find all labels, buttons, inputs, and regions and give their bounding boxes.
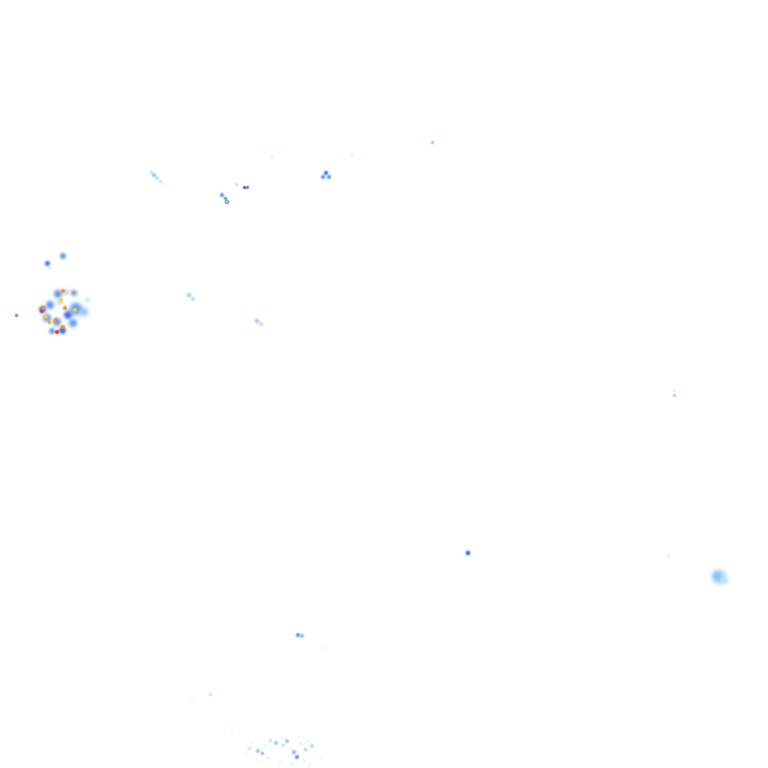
radar-echo — [310, 744, 314, 748]
radar-echo — [54, 318, 58, 322]
radar-echo — [666, 553, 670, 557]
radar-echo — [149, 170, 153, 174]
radar-echo — [308, 763, 312, 767]
radar-echo — [57, 299, 63, 305]
radar-echo — [268, 738, 272, 742]
radar-echo — [300, 634, 304, 638]
radar-echo — [274, 741, 278, 745]
radar-echo — [350, 153, 354, 157]
radar-echo — [302, 758, 306, 762]
radar-echo — [712, 570, 726, 584]
radar-echo — [299, 742, 303, 746]
radar-echo — [303, 747, 307, 751]
radar-echo — [281, 743, 285, 747]
radar-echo — [14, 313, 18, 317]
radar-echo — [61, 289, 65, 293]
radar-echo — [324, 171, 328, 175]
radar-echo — [152, 173, 156, 177]
radar-echo — [41, 306, 45, 310]
radar-echo — [226, 201, 228, 203]
radar-echo — [295, 755, 299, 759]
radar-echo — [162, 183, 164, 185]
radar-echo — [55, 330, 59, 334]
radar-echo — [223, 196, 227, 200]
radar-echo — [290, 762, 294, 766]
radar-echo — [285, 739, 289, 743]
radar-echo — [61, 325, 65, 329]
radar-echo — [49, 328, 55, 334]
radar-echo — [306, 739, 310, 743]
radar-echo — [327, 175, 331, 179]
radar-echo — [242, 185, 246, 189]
radar-echo — [319, 755, 323, 759]
radar-echo — [230, 731, 234, 735]
radar-echo — [69, 319, 77, 327]
radar-echo — [46, 301, 54, 309]
radar-echo — [70, 303, 82, 315]
radar-echo — [256, 749, 260, 753]
radar-echo — [430, 140, 434, 144]
radar-echo — [39, 309, 43, 313]
radar-echo — [247, 746, 251, 750]
radar-echo — [288, 746, 292, 750]
radar-echo — [47, 320, 51, 324]
radar-echo — [321, 175, 325, 179]
radar-echo — [255, 319, 259, 323]
radar-echo — [713, 572, 721, 580]
radar-echo — [155, 176, 159, 180]
radar-echo — [266, 756, 270, 760]
radar-echo — [63, 306, 67, 310]
radar-echo — [47, 265, 51, 269]
radar-echo — [43, 314, 51, 322]
radar-echo — [38, 305, 46, 313]
radar-echo — [58, 326, 66, 334]
radar-echo — [208, 692, 212, 696]
radar-echo — [187, 293, 191, 297]
radar-echo — [224, 199, 230, 205]
radar-echo — [264, 743, 268, 747]
radar-echo — [255, 758, 259, 762]
radar-echo — [44, 315, 48, 319]
radar-echo — [323, 646, 327, 650]
radar-echo — [245, 185, 249, 189]
radar-echo — [672, 389, 676, 393]
radar-echo — [251, 741, 255, 745]
radar-echo — [60, 253, 66, 259]
radar-echo — [259, 322, 263, 326]
radar-echo — [190, 698, 194, 702]
radar-echo — [158, 179, 162, 183]
radar-echo — [59, 298, 63, 302]
radar-echo — [278, 760, 282, 764]
radar-echo — [44, 260, 50, 266]
radar-echo — [54, 290, 62, 298]
radar-echo — [71, 290, 77, 296]
radar-echo — [314, 750, 318, 754]
radar-echo — [722, 578, 728, 584]
radar-echo — [465, 550, 471, 556]
radar-echo — [292, 750, 296, 754]
radar-echo — [234, 182, 238, 186]
radar-echo — [278, 736, 282, 740]
radar-echo — [80, 308, 88, 316]
radar-echo — [220, 193, 224, 197]
radar-echo — [260, 751, 264, 755]
radar-echo — [63, 289, 69, 295]
radar-echo — [672, 393, 676, 397]
radar-echo — [244, 752, 248, 756]
radar-echo — [86, 298, 90, 302]
radar-echo — [53, 318, 61, 326]
radar-echo — [270, 746, 274, 750]
radar-echo — [296, 633, 300, 637]
radar-echo — [71, 290, 75, 294]
radar-echo — [466, 551, 470, 555]
radar-echo — [64, 311, 72, 319]
radar-echo — [73, 308, 77, 312]
radar-echo — [191, 297, 195, 301]
radar-echo — [270, 155, 274, 159]
